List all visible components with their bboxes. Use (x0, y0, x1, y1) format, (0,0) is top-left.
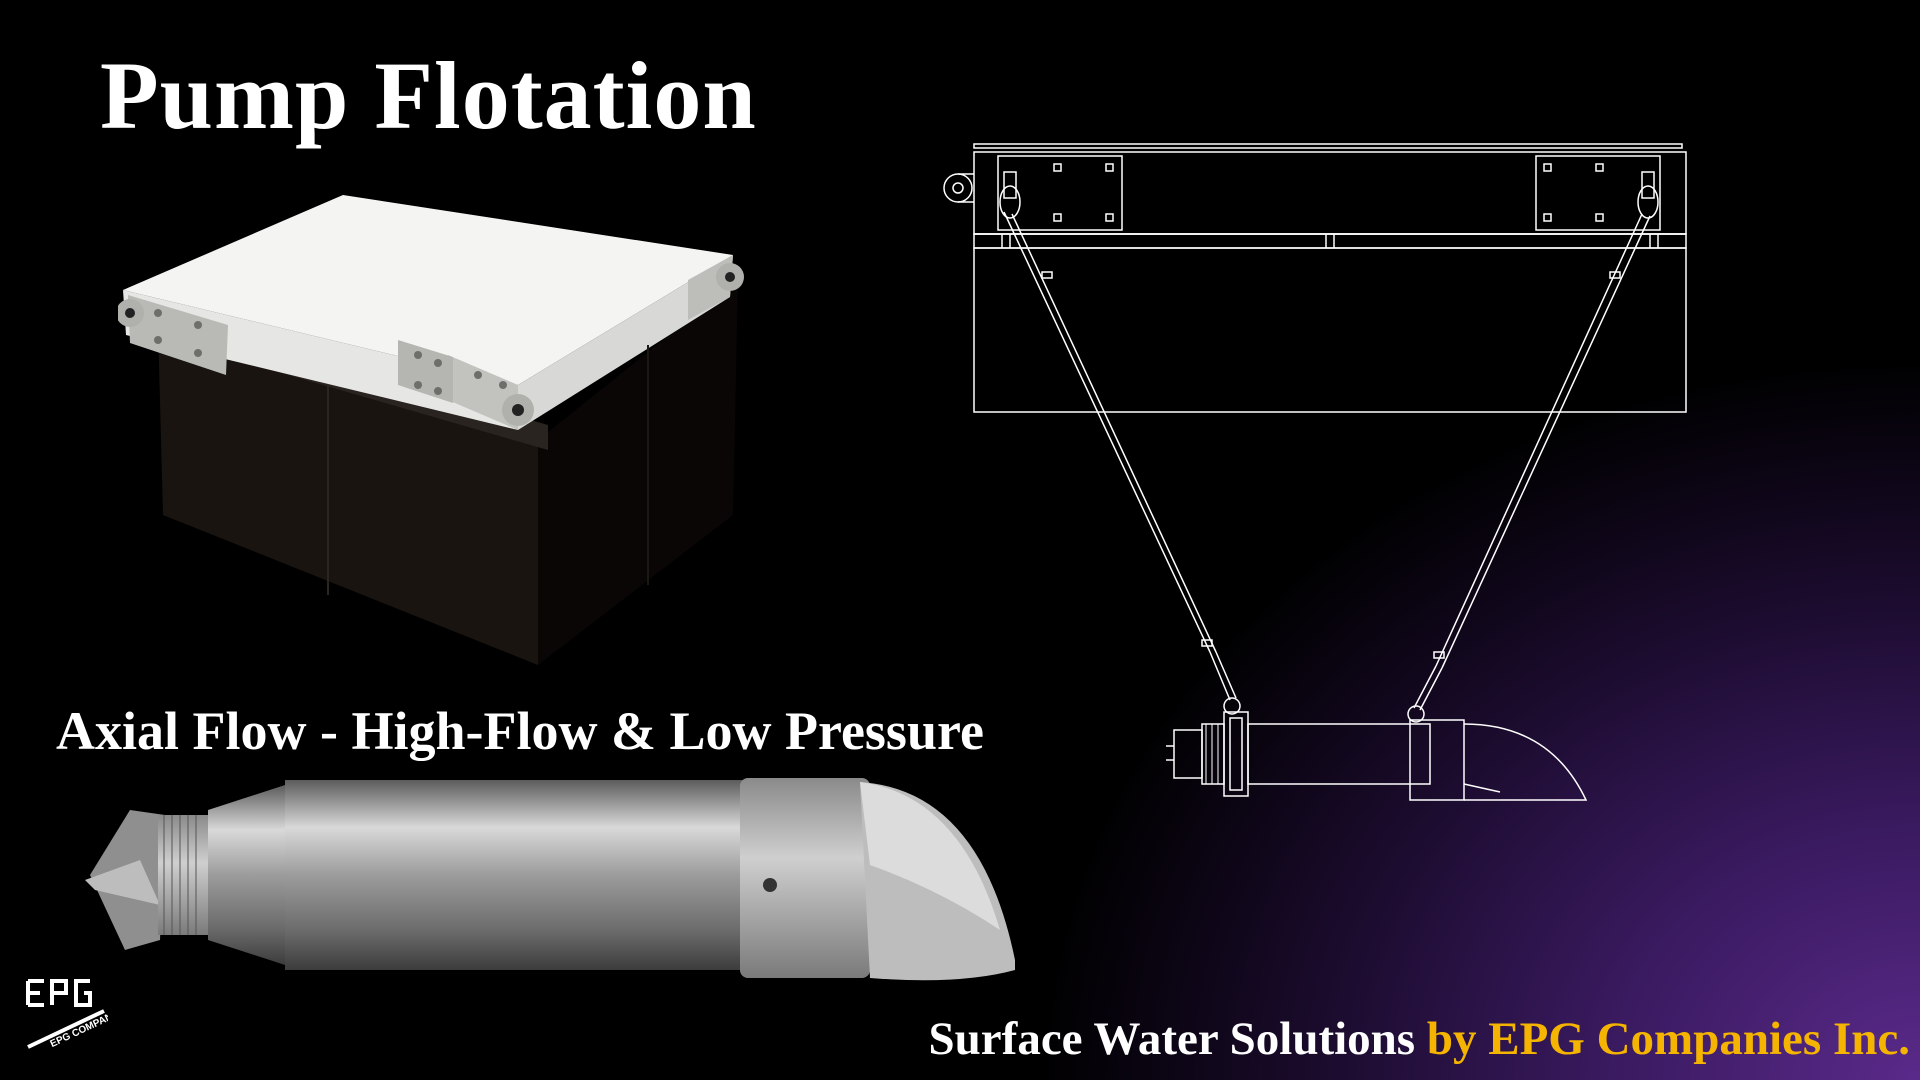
flotation-box-image (118, 195, 744, 665)
footer-white-text: Surface Water Solutions (928, 1013, 1416, 1065)
pump-flotation-line-drawing (943, 143, 1687, 801)
footer-highlight-text: by EPG Companies Inc. (1426, 1013, 1910, 1065)
axial-pump-image (85, 778, 1015, 981)
page-title: Pump Flotation (100, 42, 757, 149)
epg-logo: EPG COMPANIES (26, 979, 108, 1050)
section-subtitle: Axial Flow - High-Flow & Low Pressure (56, 701, 984, 761)
footer-tagline: Surface Water Solutions by EPG Companies… (929, 1012, 1910, 1066)
